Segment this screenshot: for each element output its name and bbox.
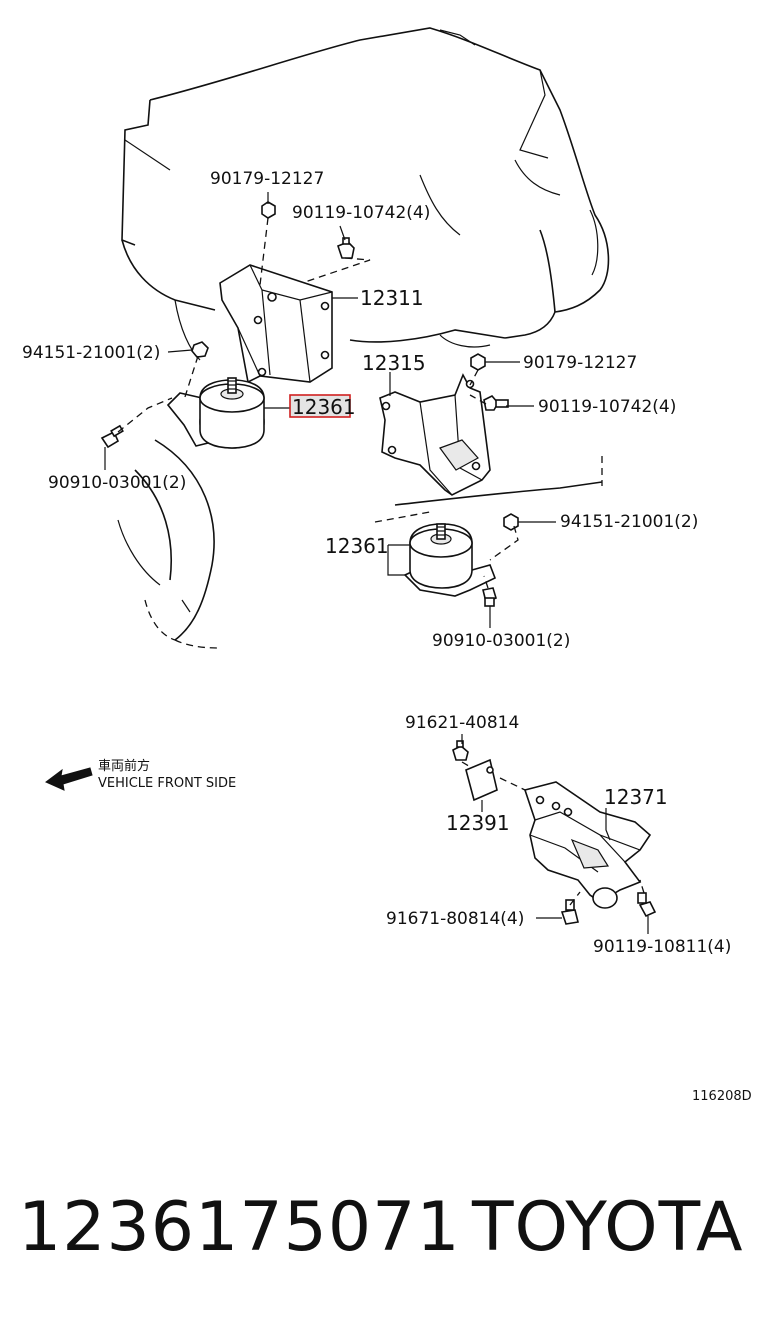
- stopper-12391: [465, 758, 498, 802]
- callout-12371[interactable]: 12371: [604, 785, 668, 809]
- leader-lines: [104, 192, 649, 934]
- callout-12391[interactable]: 12391: [446, 811, 510, 835]
- callout-94151-21001-right[interactable]: 94151-21001(2): [560, 512, 698, 532]
- front-direction-arrow-icon: [45, 767, 93, 791]
- callout-91671-80814[interactable]: 91671-80814(4): [386, 909, 524, 929]
- rear-mount-12371: [523, 781, 652, 909]
- bolt-90910-03001-left: [100, 424, 124, 449]
- assembly-guides: [117, 217, 645, 906]
- engine-outline: [121, 27, 610, 523]
- vehicle-front-indicator: 車両前方 VEHICLE FRONT SIDE: [45, 758, 236, 791]
- bolt-91621-40814: [452, 740, 469, 761]
- callout-90119-10742-right[interactable]: 90119-10742(4): [538, 397, 676, 417]
- footer-part-number: 1236175071: [18, 1188, 461, 1267]
- bolt-90119-10742-upper: [337, 237, 355, 259]
- front-label-english: VEHICLE FRONT SIDE: [98, 776, 236, 791]
- footer-brand: TOYOTA: [472, 1188, 744, 1267]
- callout-90119-10742-upper[interactable]: 90119-10742(4): [292, 203, 430, 223]
- callout-90179-12127-right[interactable]: 90179-12127: [523, 353, 637, 373]
- bolt-90910-03001-right: [482, 587, 497, 607]
- engine-mount-12361-right: [403, 523, 497, 597]
- callout-12361-right[interactable]: 12361: [325, 534, 389, 558]
- callout-90910-03001-left[interactable]: 90910-03001(2): [48, 473, 186, 493]
- bracket-12315: [379, 373, 491, 496]
- nut-94151-21001-left: [191, 341, 209, 358]
- footer: 1236175071 TOYOTA: [0, 1188, 760, 1278]
- bolt-90119-10811: [637, 892, 657, 918]
- callout-90910-03001-right[interactable]: 90910-03001(2): [432, 631, 570, 651]
- callout-12361-highlighted[interactable]: 12361: [292, 395, 356, 419]
- engine-mount-12361-left: [166, 377, 265, 449]
- callout-12315[interactable]: 12315: [362, 351, 426, 375]
- callout-91621-40814[interactable]: 91621-40814: [405, 713, 519, 733]
- nut-90179-12127-right: [470, 353, 486, 371]
- callout-12311[interactable]: 12311: [360, 286, 424, 310]
- bracket-12311: [219, 264, 333, 384]
- bolt-90119-10742-right: [483, 395, 509, 411]
- callout-90179-12127-upper[interactable]: 90179-12127: [210, 169, 324, 189]
- diagram-id: 116208D: [692, 1089, 752, 1104]
- callout-94151-21001-left[interactable]: 94151-21001(2): [22, 343, 160, 363]
- callout-highlight-box: [289, 394, 351, 418]
- nut-94151-21001-right: [503, 513, 519, 531]
- callout-90119-10811[interactable]: 90119-10811(4): [593, 937, 731, 957]
- front-label-japanese: 車両前方: [98, 758, 150, 774]
- transmission-housing: [117, 439, 219, 649]
- nut-90179-12127-upper: [261, 201, 276, 219]
- bolt-91671-80814: [560, 899, 579, 925]
